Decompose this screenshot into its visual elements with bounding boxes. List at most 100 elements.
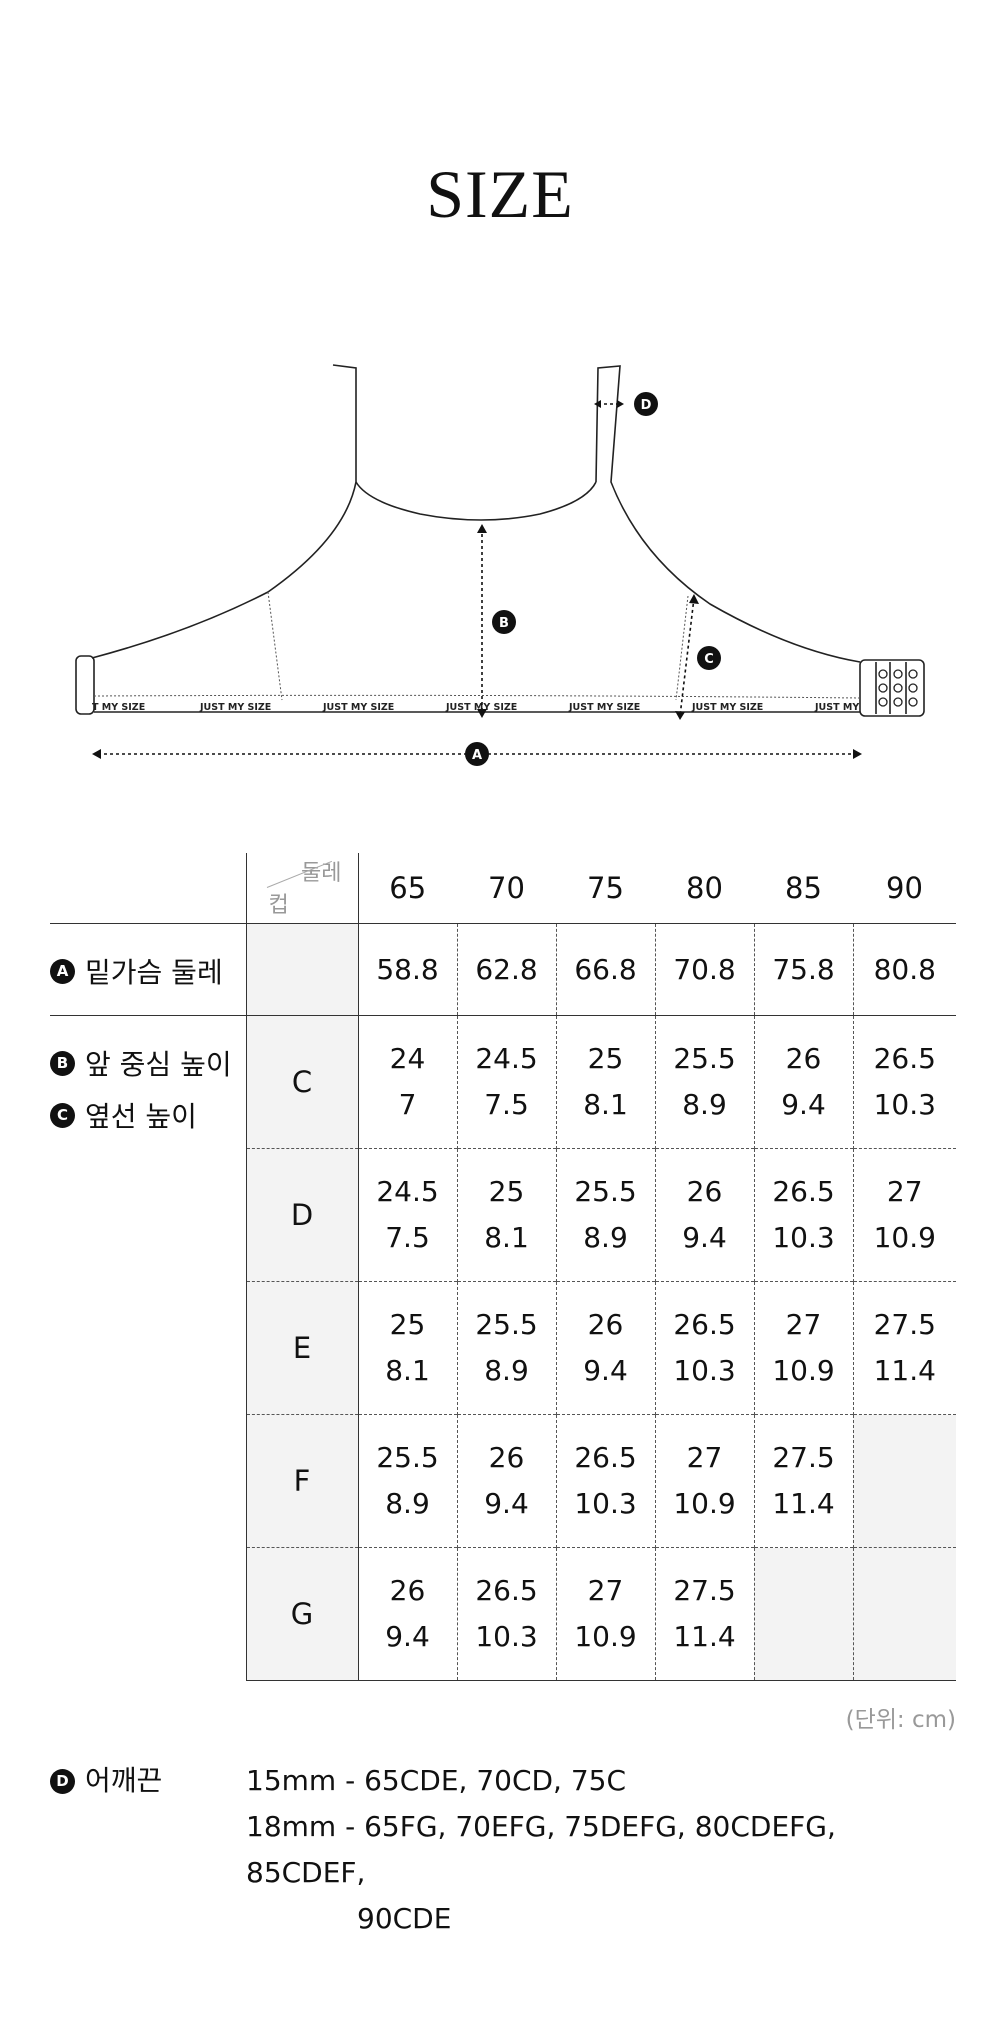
band-text: JUST MY SIZE xyxy=(322,702,394,713)
side-height: 10.3 xyxy=(873,1088,936,1121)
header-empty xyxy=(50,853,246,924)
cup-label: C xyxy=(245,1015,359,1149)
badge-c: C xyxy=(50,1102,75,1128)
band-size-header: 65 xyxy=(358,853,457,924)
side-height: 10.3 xyxy=(574,1487,637,1520)
underbust-value: 75.8 xyxy=(753,923,853,1016)
cup-label: D xyxy=(245,1148,359,1282)
band-size-header: 80 xyxy=(655,853,754,924)
size-cell: 27 10.9 xyxy=(753,1281,853,1415)
height-label: 옆선 높이 xyxy=(85,1100,197,1133)
side-height: 11.4 xyxy=(673,1620,736,1653)
strap-line-18mm-cont: 90CDE xyxy=(357,1902,452,1935)
bra-diagram: T MY SIZE JUST MY SIZE JUST MY SIZE JUST… xyxy=(75,364,925,766)
side-height: 7.5 xyxy=(484,1088,529,1121)
neckline xyxy=(355,481,597,521)
front-center-height: 26 xyxy=(488,1441,525,1474)
side-height: 8.1 xyxy=(484,1221,529,1254)
size-cell: 27.5 11.4 xyxy=(753,1414,853,1548)
front-center-height: 25.5 xyxy=(673,1042,736,1075)
svg-text:A: A xyxy=(472,748,482,763)
front-center-height: 26.5 xyxy=(574,1441,637,1474)
side-height: 10.3 xyxy=(673,1354,736,1387)
front-center-height: 27 xyxy=(785,1308,822,1341)
hook-panel xyxy=(859,659,925,717)
strap-line-15mm: 15mm - 65CDE, 70CD, 75C xyxy=(246,1764,627,1797)
size-cell: 27 10.9 xyxy=(852,1148,956,1282)
svg-text:D: D xyxy=(641,398,652,413)
side-height: 9.4 xyxy=(781,1088,826,1121)
badge-b: B xyxy=(492,610,516,634)
side-height: 8.9 xyxy=(484,1354,529,1387)
size-cell: 24.5 7.5 xyxy=(456,1015,556,1149)
cup-label: E xyxy=(245,1281,359,1415)
band-text: JUST MY SIZE xyxy=(199,702,271,713)
side-height: 9.4 xyxy=(484,1487,529,1520)
band-text: JUST MY xyxy=(814,702,859,713)
size-cell-empty xyxy=(852,1547,956,1681)
side-height: 7 xyxy=(398,1088,417,1121)
size-cell-empty xyxy=(852,1414,956,1548)
underbust-label: 밑가슴 둘레 xyxy=(85,956,223,989)
front-center-height: 26 xyxy=(686,1175,723,1208)
badge-c: C xyxy=(697,646,721,670)
page-title: SIZE xyxy=(426,156,574,232)
side-height: 10.9 xyxy=(772,1354,835,1387)
size-cell-empty xyxy=(753,1547,853,1681)
band-size-header: 90 xyxy=(853,853,956,924)
front-center-height: 24.5 xyxy=(475,1042,538,1075)
side-height: 10.3 xyxy=(772,1221,835,1254)
band-text: JUST MY SIZE xyxy=(445,702,517,713)
side-height: 8.9 xyxy=(682,1088,727,1121)
front-center-height: 27.5 xyxy=(873,1308,936,1341)
corner-band-label: 둘레 xyxy=(301,861,342,886)
strap-label: 어깨끈 xyxy=(85,1764,163,1797)
badge-d: D xyxy=(50,1768,75,1794)
side-height: 9.4 xyxy=(583,1354,628,1387)
badge-b: B xyxy=(50,1050,75,1076)
badge-d: D xyxy=(634,392,658,416)
side-height: 11.4 xyxy=(772,1487,835,1520)
side-height: 10.9 xyxy=(673,1487,736,1520)
front-center-height: 25 xyxy=(587,1042,624,1075)
underbust-value: 58.8 xyxy=(358,923,457,1016)
front-center-height: 27 xyxy=(886,1175,923,1208)
band-text: JUST MY SIZE xyxy=(691,702,763,713)
side-height: 8.1 xyxy=(583,1088,628,1121)
band-size-header: 70 xyxy=(457,853,556,924)
side-height: 7.5 xyxy=(385,1221,430,1254)
front-center-height: 27.5 xyxy=(772,1441,835,1474)
front-center-height: 26.5 xyxy=(475,1574,538,1607)
front-center-height: 27.5 xyxy=(673,1574,736,1607)
underbust-value: 62.8 xyxy=(456,923,556,1016)
band-size-header: 75 xyxy=(556,853,655,924)
underbust-cup-cell xyxy=(245,923,359,1016)
side-height: 8.9 xyxy=(583,1221,628,1254)
size-cell: 25.5 8.9 xyxy=(654,1015,754,1149)
side-height: 10.9 xyxy=(873,1221,936,1254)
svg-text:C: C xyxy=(704,652,714,667)
front-center-height: 26 xyxy=(785,1042,822,1075)
band-text: JUST MY SIZE xyxy=(568,702,640,713)
front-center-height: 25.5 xyxy=(376,1441,439,1474)
front-center-height: 24 xyxy=(389,1042,426,1075)
